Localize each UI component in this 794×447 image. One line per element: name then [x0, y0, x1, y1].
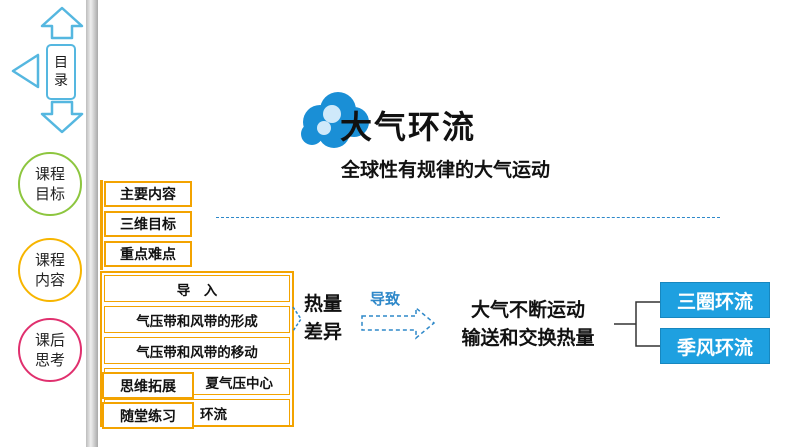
result-line-2: 输送和交换热量	[461, 327, 595, 349]
branch-connector	[614, 301, 660, 347]
heat-line-2: 差异	[304, 321, 343, 343]
chevron-right-icon	[292, 306, 302, 332]
catalog-char: 录	[54, 73, 68, 89]
lesson-item-intro[interactable]: 导 入	[104, 275, 290, 302]
dashed-arrow-icon	[361, 306, 436, 340]
lesson-item-formation[interactable]: 气压带和风带的形成	[104, 306, 290, 333]
course-goal-button[interactable]: 课程目标	[18, 152, 82, 216]
sidebar: 目 录 课程目标 课程内容 课后思考	[0, 0, 100, 447]
divider-dashed	[216, 217, 720, 218]
heat-difference-text: 热量 差异	[304, 290, 342, 346]
three-cell-circulation-button[interactable]: 三圈环流	[660, 282, 770, 318]
extension-button[interactable]: 思维拓展	[102, 372, 194, 399]
page-title: 大气环流	[340, 108, 477, 146]
cloud-icon	[301, 92, 369, 148]
catalog-button[interactable]: 目 录	[46, 44, 76, 100]
result-text: 大气不断运动 输送和交换热量	[444, 296, 612, 352]
result-line-1: 大气不断运动	[470, 299, 585, 321]
causes-label: 导致	[370, 290, 401, 308]
page-subtitle: 全球性有规律的大气运动	[341, 159, 551, 181]
sidebar-divider	[86, 0, 98, 447]
course-goal-label: 课程目标	[34, 165, 65, 203]
course-content-button[interactable]: 课程内容	[18, 238, 82, 302]
course-content-label: 课程内容	[34, 251, 65, 289]
arrow-left-icon[interactable]	[10, 52, 42, 90]
menu-item-key-points[interactable]: 重点难点	[104, 241, 192, 267]
arrow-down-icon[interactable]	[40, 100, 84, 134]
arrow-up-icon[interactable]	[40, 6, 84, 40]
practice-button[interactable]: 随堂练习	[102, 402, 194, 429]
heat-line-1: 热量	[304, 293, 343, 315]
menu-item-goals[interactable]: 三维目标	[104, 211, 192, 237]
lesson-item-movement[interactable]: 气压带和风带的移动	[104, 337, 290, 364]
catalog-char: 目	[54, 55, 68, 71]
monsoon-circulation-button[interactable]: 季风环流	[660, 328, 770, 364]
after-class-button[interactable]: 课后思考	[18, 318, 82, 382]
after-class-label: 课后思考	[34, 331, 65, 369]
menu-item-main-content[interactable]: 主要内容	[104, 181, 192, 207]
